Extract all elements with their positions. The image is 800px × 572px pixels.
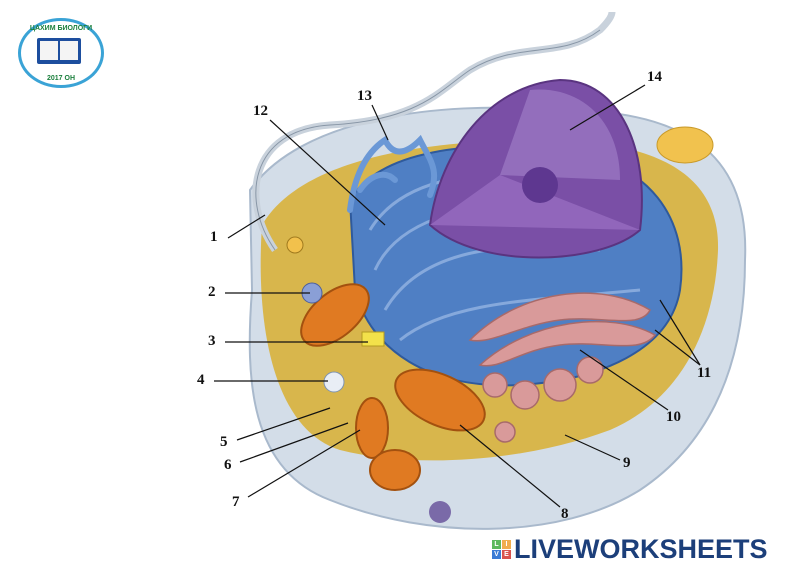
label-1: 1: [210, 229, 218, 245]
logo-title: ЦАХИМ БИОЛОГИ: [29, 25, 93, 32]
vesicle-bottom: [429, 501, 451, 523]
peroxisome: [323, 371, 345, 393]
live-badge-icon: L I V E: [492, 540, 511, 559]
vesicle: [656, 126, 714, 164]
smooth-er: [347, 134, 438, 213]
label-4: 4: [197, 372, 205, 388]
badge-letter: L: [492, 540, 501, 549]
logo: ЦАХИМ БИОЛОГИ 2017 ОН: [18, 18, 104, 88]
label-9: 9: [623, 455, 631, 471]
leader-lines: [214, 84, 701, 508]
logo-year: 2017 ОН: [46, 75, 76, 82]
label-2: 2: [208, 284, 216, 300]
label-13: 13: [357, 88, 372, 104]
label-5: 5: [220, 434, 228, 450]
vesicle-small: [286, 236, 304, 254]
liveworksheets-watermark: L I V E LIVEWORKSHEETS: [492, 534, 768, 565]
badge-letter: V: [492, 550, 501, 559]
label-8: 8: [561, 506, 569, 522]
label-12: 12: [253, 103, 268, 119]
label-14: 14: [647, 69, 662, 85]
mitochondria: [300, 283, 486, 491]
label-7: 7: [232, 494, 240, 510]
label-6: 6: [224, 457, 232, 473]
nucleolus: [522, 167, 558, 203]
badge-letter: E: [502, 550, 511, 559]
centriole: [361, 331, 385, 347]
book-icon: [37, 38, 81, 64]
label-10: 10: [666, 409, 681, 425]
label-3: 3: [208, 333, 216, 349]
watermark-text: LIVEWORKSHEETS: [514, 534, 768, 564]
label-11: 11: [697, 365, 712, 381]
badge-letter: I: [502, 540, 511, 549]
golgi-apparatus: [468, 292, 657, 443]
